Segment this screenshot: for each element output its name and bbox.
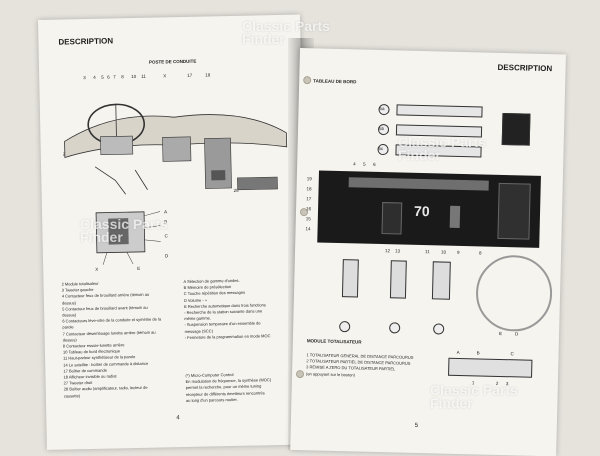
row-label: 19 (306, 176, 312, 182)
wheel-label: D (515, 331, 519, 337)
steering-wheel (475, 254, 553, 333)
cockpit-illustration (64, 103, 288, 195)
top-label: 6 (373, 161, 376, 167)
watermark: Classic Parts Finder (398, 134, 486, 163)
bottom-label: 9 (456, 249, 460, 255)
indicator-strip (396, 104, 483, 118)
binder-hole (295, 370, 305, 379)
top-labels: 4 5 6 (300, 48, 566, 167)
legend-right: A Sélection de gamme d'ondes.B Mémoire d… (183, 277, 270, 341)
bottom-label: 11 (425, 249, 430, 255)
row-label: 14 (305, 226, 311, 232)
row-label: 17 (306, 196, 312, 202)
callout-number: X (163, 73, 167, 79)
watermark: Classic Parts Finder (430, 382, 518, 411)
gauge-tile (341, 259, 359, 298)
left-subheading: POSTE DE CONDUITE (148, 58, 197, 65)
callout-number: 6 (107, 74, 110, 80)
right-subheading: TABLEAU DE BORD (313, 78, 357, 85)
dashboard-display: 70 (317, 170, 541, 248)
satellite-detail-illustration (95, 211, 161, 265)
circle-labels: 5a 5b 5c (300, 48, 566, 151)
row-labels: 19 18 17 16 15 14 (300, 48, 566, 231)
module-key: A (456, 349, 460, 355)
module-key: B (476, 350, 480, 356)
top-label: 4 (353, 161, 356, 167)
callout-number: 17 (187, 72, 193, 78)
callout-number: 11 (141, 73, 146, 79)
gauge-tile (389, 260, 407, 299)
row-label: 18 (306, 186, 312, 192)
wheel-label: E (499, 330, 503, 337)
left-heading: DESCRIPTION (58, 36, 114, 47)
text-line: au long d'un parcours routier. (185, 396, 238, 403)
bottom-labels: 12 13 11 10 9 8 (300, 48, 566, 255)
fuel-gauge (381, 202, 403, 235)
circle-label: 5b (378, 125, 385, 132)
binder-hole (303, 76, 312, 85)
module-panel (448, 357, 533, 378)
car-silhouette-panel (501, 112, 531, 146)
right-page-number: 5 (414, 422, 419, 429)
left-page-number: 4 (176, 415, 180, 422)
text-line: - Fermeture de la programmation en mode … (184, 333, 271, 340)
bottom-label: 8 (478, 250, 482, 256)
bottom-label: 12 (385, 248, 391, 254)
circle-label: 5c (378, 145, 384, 152)
car-status-panel (497, 182, 531, 240)
circle-12a (339, 321, 351, 333)
callout-number: 10 (131, 73, 137, 80)
speed-readout: 70 (413, 202, 430, 220)
watermark: Classic Parts Finder (80, 216, 168, 245)
callout-number: 7 (113, 74, 116, 80)
text-line: cassette) (63, 392, 81, 399)
detail-label: A (163, 209, 168, 215)
right-page: DESCRIPTION TABLEAU DE BORD 5a 5b 5c 4 5 6 7… (290, 48, 566, 456)
callout-number: 18 (205, 72, 211, 78)
circle-12c (433, 323, 445, 335)
top-label: 5 (363, 161, 366, 167)
module-keys: A B C (300, 48, 566, 356)
circle-12b (389, 322, 401, 334)
detail-label: E (137, 265, 141, 271)
temp-gauge (449, 205, 461, 228)
module-lines: 1 TOTALISATEUR GENERAL DE DISTANCE PARCO… (306, 352, 414, 379)
module-heading: MODULE TOTALISATEUR (306, 338, 362, 345)
detail-label: X (95, 266, 99, 272)
module-key: C (510, 351, 514, 357)
row-label: 15 (305, 216, 311, 222)
detail-label: D (164, 253, 169, 259)
bottom-label: 10 (440, 249, 447, 255)
right-heading: DESCRIPTION (497, 62, 553, 74)
callout-number: 3 (83, 75, 86, 81)
watermark: Classic Parts Finder (242, 18, 330, 47)
row-label: 16 (306, 206, 312, 212)
callout-number: 8 (121, 74, 124, 80)
callout-number: 4 (93, 74, 96, 80)
circle-label: 5a (379, 105, 385, 112)
rev-bar (348, 177, 489, 191)
gauge-tile (431, 261, 451, 300)
callout-number: 5 (101, 74, 104, 80)
bottom-label: 13 (395, 248, 401, 254)
